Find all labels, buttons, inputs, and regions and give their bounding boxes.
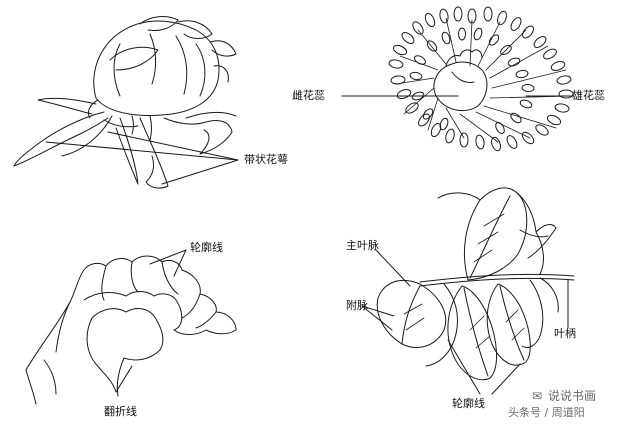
watermark-title: 说说书画 — [548, 389, 597, 403]
folded-petal-drawing — [25, 255, 237, 405]
label-main-vein: 主叶脉 — [346, 239, 379, 252]
sepal-left-long — [13, 111, 109, 167]
peony-bud-drawing — [13, 16, 237, 189]
label-petiole: 叶柄 — [554, 327, 576, 340]
label-outline-top: 轮廓线 — [190, 241, 223, 254]
watermark-author: 头条号 / 周道阳 — [508, 406, 585, 419]
label-pistil: 雌花蕊 — [292, 89, 325, 102]
sepal-leader-lines — [45, 131, 239, 185]
leaf-branch-drawing — [376, 187, 575, 381]
label-ribbon-sepal: 带状花萼 — [244, 153, 288, 166]
label-stamen: 雄花蕊 — [572, 89, 605, 102]
label-fold-line: 翻折线 — [104, 405, 137, 418]
leaf-leader-lines — [361, 249, 569, 395]
petal-leader-lines — [115, 249, 187, 393]
watermark-wechat-icon: ✉ — [532, 389, 543, 403]
label-side-vein: 附脉 — [346, 299, 368, 312]
flower-center-drawing — [388, 6, 574, 152]
label-outline-bottom: 轮廓线 — [452, 397, 485, 410]
